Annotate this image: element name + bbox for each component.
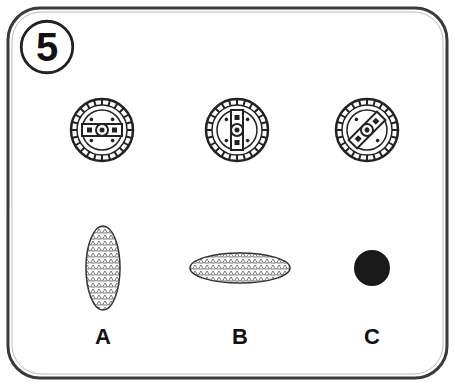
pattern-letter: A <box>95 326 111 348</box>
frame <box>8 8 447 378</box>
step-number-circle: 5 <box>19 19 75 75</box>
frame-inner <box>12 12 443 374</box>
nozzle-dial <box>206 99 268 161</box>
spray-pattern-c <box>354 250 390 286</box>
pattern-letter: C <box>364 326 380 348</box>
nozzle-dial <box>336 99 398 161</box>
spray-pattern-a <box>86 226 120 310</box>
nozzle-dial <box>71 99 133 161</box>
pattern-letter: B <box>232 326 248 348</box>
step-number: 5 <box>19 19 75 75</box>
spray-pattern-b <box>190 253 290 283</box>
dials <box>71 99 398 161</box>
